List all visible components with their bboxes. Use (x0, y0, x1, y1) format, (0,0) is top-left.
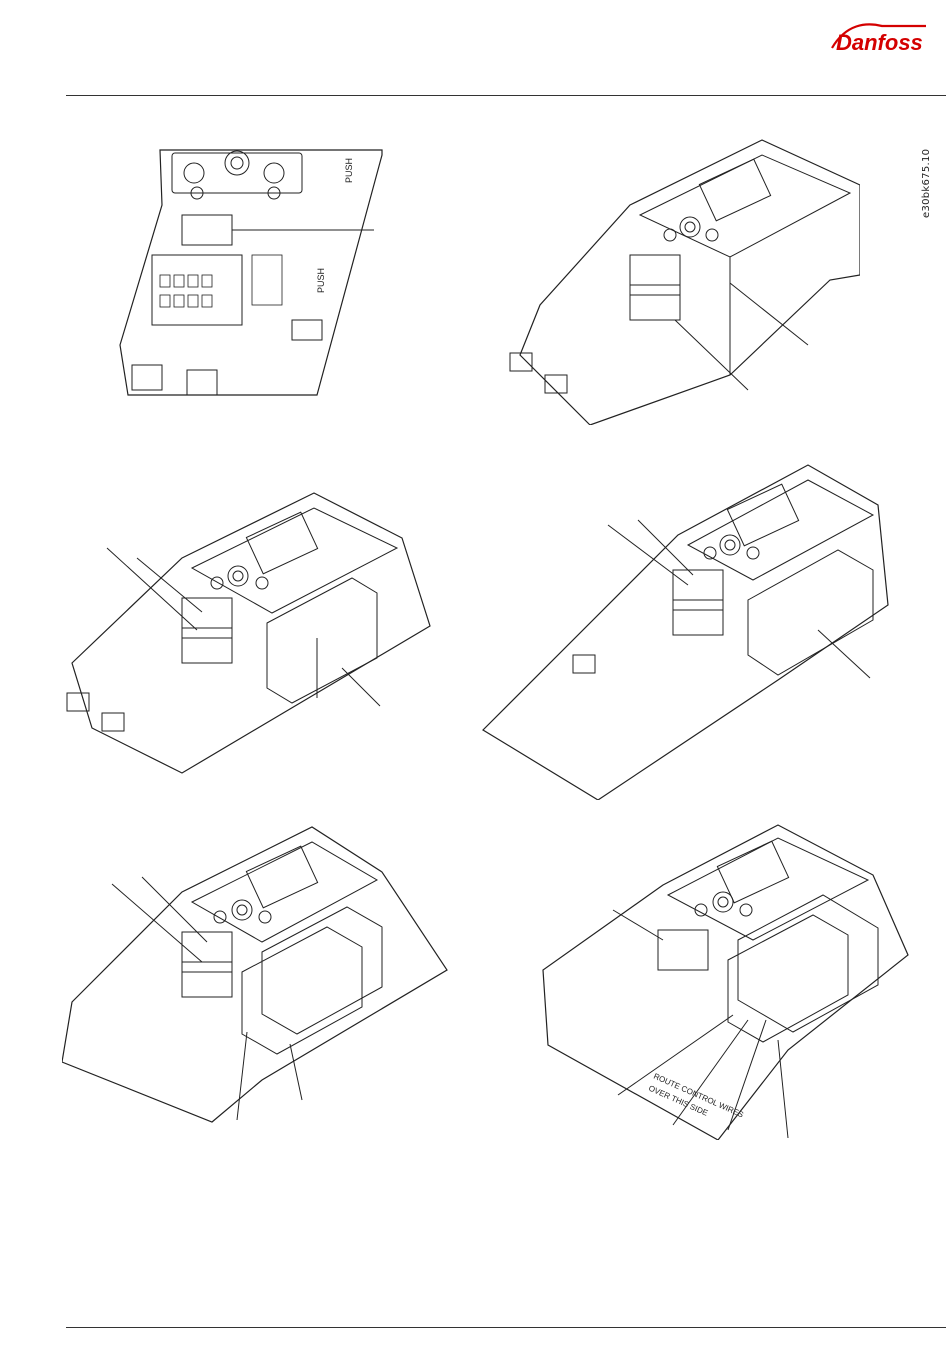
figure-drive-with-three-modules: ROUTE CONTROL WIRES OVER THIS SIDE (538, 820, 930, 1140)
figure-drive-with-two-modules (62, 822, 452, 1127)
push-label-mid: PUSH (316, 268, 326, 293)
figure-drive-with-module-2 (478, 460, 908, 800)
illustration-code: e30bk675.10 (921, 149, 932, 218)
logo-text: Danfoss (836, 30, 923, 55)
push-label-top: PUSH (344, 158, 354, 183)
figure-drive-top-view: PUSH PUSH (112, 145, 392, 405)
footer-rule (66, 1327, 946, 1328)
danfoss-logo: Danfoss (826, 18, 938, 58)
header-rule (66, 95, 946, 96)
figure-drive-with-module-1 (62, 488, 432, 778)
figure-drive-isometric-1 (500, 135, 860, 425)
